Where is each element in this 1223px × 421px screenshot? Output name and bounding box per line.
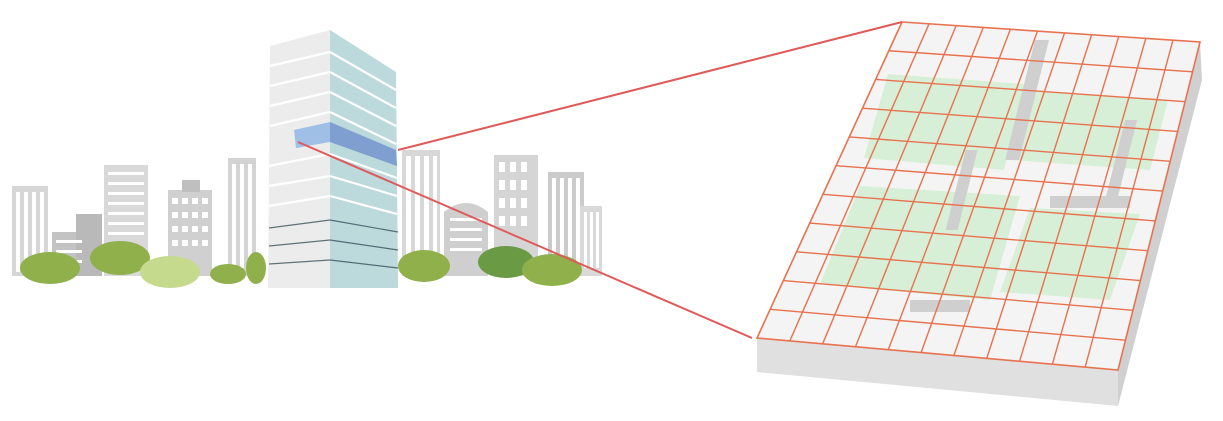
grid-line-column: [854, 27, 984, 347]
tree-1: [20, 252, 80, 284]
grid-line-row: [888, 50, 1193, 73]
grid-line-column: [821, 25, 957, 345]
grid-line-row: [796, 251, 1141, 282]
grid-line-column: [1051, 38, 1147, 365]
grid-line-row: [836, 164, 1163, 192]
tower: [268, 30, 399, 288]
grid-line-row: [862, 107, 1178, 133]
grid-line-row: [809, 222, 1148, 252]
floor-plan-grid: [755, 21, 1202, 406]
grid-line-column: [920, 30, 1039, 353]
floor-grid-lines: [770, 23, 1193, 368]
floor-walls: [910, 40, 1138, 312]
grid-line-column: [789, 23, 930, 342]
tree-2: [90, 241, 150, 275]
tree-5: [246, 252, 266, 284]
skyline-building-7: [444, 203, 488, 276]
grid-line-row: [875, 78, 1186, 103]
grid-line-row: [783, 279, 1133, 312]
trees: [20, 241, 582, 288]
highlighted-floor: [294, 122, 397, 166]
grid-line-column: [887, 29, 1012, 350]
tree-6: [398, 250, 450, 282]
grid-line-row: [822, 193, 1156, 222]
tree-7: [478, 246, 534, 278]
grid-line-column: [1084, 40, 1174, 368]
zoom-callout: [297, 21, 903, 339]
grid-line-row: [849, 136, 1171, 162]
tree-8: [522, 254, 582, 286]
grid-line-column: [986, 34, 1093, 359]
grid-line-column: [953, 32, 1066, 356]
tree-3: [140, 256, 200, 288]
tree-4: [210, 264, 246, 284]
grid-line-column: [1018, 36, 1120, 362]
grid-line-row: [770, 308, 1126, 341]
